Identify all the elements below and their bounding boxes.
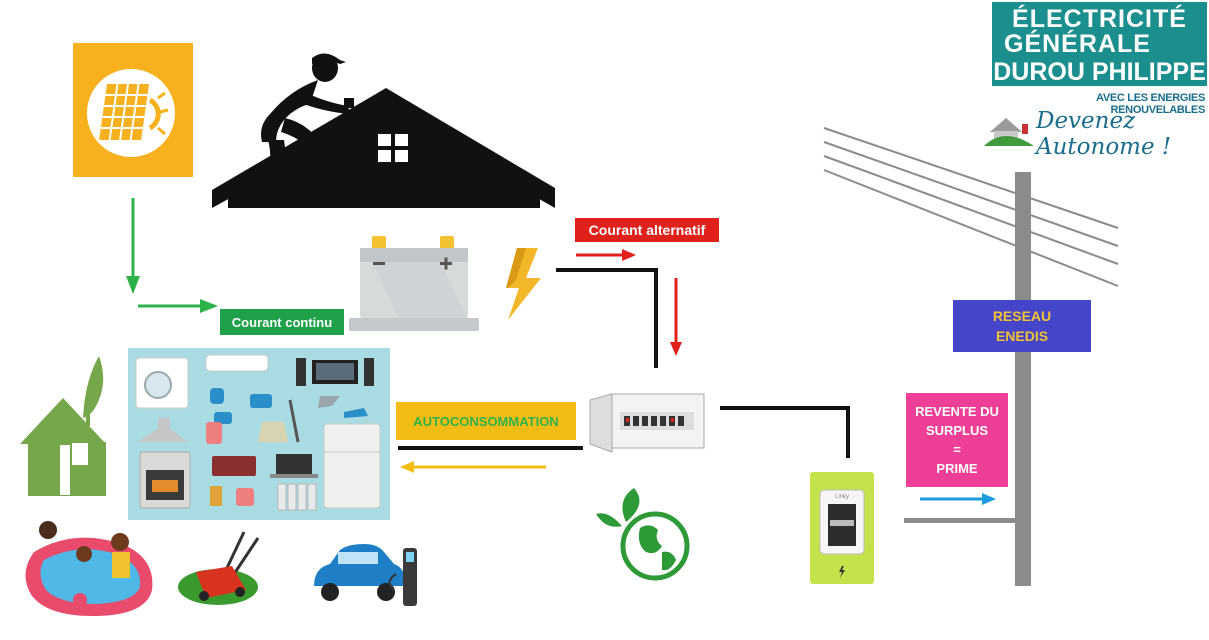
logo-tagline: Devenez Autonome ! [1036,108,1172,160]
roofer-silhouette-icon [212,53,555,208]
courant-alternatif-label: Courant alternatif [575,218,719,242]
company-logo: ÉLECTRICITÉ GÉNÉRALE DUROU PHILIPPE [992,2,1207,86]
revente-arrow [920,493,996,505]
logo-line2: GÉNÉRALE [1004,30,1151,58]
green-house-icon [20,356,106,496]
ac-arrows [576,249,682,356]
revente-line3: = [953,442,961,457]
logo-line1: ÉLECTRICITÉ [1012,5,1187,33]
battery-icon [349,236,479,331]
electric-car-charging-icon [314,544,417,606]
appliances-icon [128,348,390,520]
lawn-mower-icon [178,531,260,605]
revente-line1: REVENTE DU [915,404,999,419]
courant-continu-label: Courant continu [220,309,344,335]
eco-globe-icon [596,488,690,581]
breaker-panel-icon [589,393,705,453]
reseau-line2: ENEDIS [995,328,1049,344]
solar-panel-icon [73,43,193,177]
reseau-enedis-label: RESEAU ENEDIS [953,300,1091,352]
lightning-icon [506,248,541,320]
pool-children-icon [25,521,153,616]
revente-surplus-label: REVENTE DU SURPLUS = PRIME [906,393,1008,487]
logo-line3: DUROU PHILIPPE [992,58,1207,86]
utility-pole-icon [823,127,1119,586]
electric-meter-icon: Linky [810,472,874,584]
revente-line2: SURPLUS [925,423,989,438]
svg-text:Linky: Linky [835,494,849,500]
revente-line4: PRIME [936,461,978,476]
autoconsommation-label: AUTOCONSOMMATION [396,402,576,440]
autoconsommation-arrow [400,461,546,473]
reseau-line1: RESEAU [992,308,1052,324]
wiring [398,268,850,458]
logo-subtitle: AVEC LES ENERGIES RENOUVELABLES [1096,92,1205,116]
dc-arrows [126,198,218,313]
logo-house-icon [984,118,1034,146]
logo-line3-text: DUROU PHILIPPE [993,58,1206,86]
